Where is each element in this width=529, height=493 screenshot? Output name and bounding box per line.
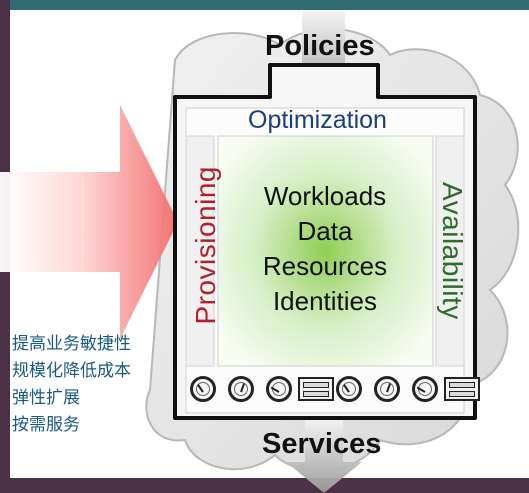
center-item-identities: Identities <box>272 286 378 316</box>
availability-label: Availability <box>437 182 468 320</box>
status-icons-row <box>190 374 480 404</box>
top-border <box>0 0 529 10</box>
center-item-workloads: Workloads <box>263 181 387 211</box>
benefit-elastic: 弹性扩展 <box>12 388 80 408</box>
gauge-icon <box>374 376 400 402</box>
benefit-scale-cost: 规模化降低成本 <box>12 361 131 381</box>
server-tray-icon <box>444 377 480 401</box>
server-tray-icon <box>298 377 334 401</box>
bottom-border <box>0 478 529 493</box>
gauge-icon <box>412 376 438 402</box>
services-title: Services <box>262 428 382 460</box>
benefits-list: 提高业务敏捷性 规模化降低成本 弹性扩展 按需服务 <box>12 336 182 434</box>
center-items: Workloads Data Resources Identities <box>240 179 410 319</box>
policies-title: Policies <box>265 30 375 62</box>
gauge-icon <box>228 376 254 402</box>
benefit-on-demand: 按需服务 <box>12 415 80 435</box>
benefit-agility: 提高业务敏捷性 <box>12 334 131 354</box>
center-item-data: Data <box>297 216 353 246</box>
center-item-resources: Resources <box>262 251 388 281</box>
gauge-icon <box>266 376 292 402</box>
gauge-icon <box>336 376 362 402</box>
provisioning-label: Provisioning <box>190 166 221 325</box>
optimization-label: Optimization <box>248 106 387 134</box>
gauge-icon <box>190 376 216 402</box>
